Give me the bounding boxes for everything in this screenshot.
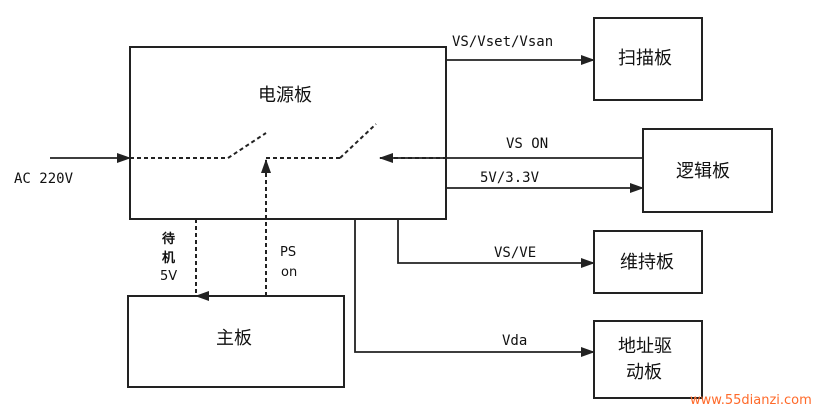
address-board-label-line2: 动板 [626, 362, 662, 383]
logic-supply-label: 5V/3.3V [480, 170, 540, 186]
scan-board-box [593, 17, 703, 101]
logic-board-label: 逻辑板 [676, 161, 730, 182]
switch-symbol-right [266, 123, 377, 159]
watermark: www.55dianzi.com [690, 393, 812, 408]
switch-symbol-left [130, 132, 267, 159]
power-board-label: 电源板 [258, 85, 312, 106]
ps-on-label-line2: on [281, 265, 297, 280]
sustain-board-box [593, 230, 703, 294]
vs-on-label: VS ON [506, 136, 548, 152]
main-board-box [127, 295, 345, 388]
ac-input-label: AC 220V [14, 171, 74, 187]
standby-label-line2: 机 [162, 250, 175, 266]
address-board-box [593, 320, 703, 399]
scan-voltages-label: VS/Vset/Vsan [452, 34, 553, 50]
scan-board-label: 扫描板 [618, 48, 672, 69]
ps-on-label-line1: PS [280, 245, 296, 260]
standby-voltage-label: 5V [160, 269, 177, 284]
standby-label-line1: 待 [161, 231, 175, 247]
main-board-label: 主板 [216, 328, 252, 349]
logic-board-box [642, 128, 773, 213]
sustain-supply-arrow [397, 219, 595, 268]
address-board-label-line1: 地址驱 [618, 336, 672, 357]
address-voltage-label: Vda [502, 333, 527, 349]
power-board-box [129, 46, 447, 220]
sustain-board-label: 维持板 [620, 252, 674, 273]
address-supply-arrow [354, 219, 595, 357]
sustain-voltages-label: VS/VE [494, 245, 536, 261]
